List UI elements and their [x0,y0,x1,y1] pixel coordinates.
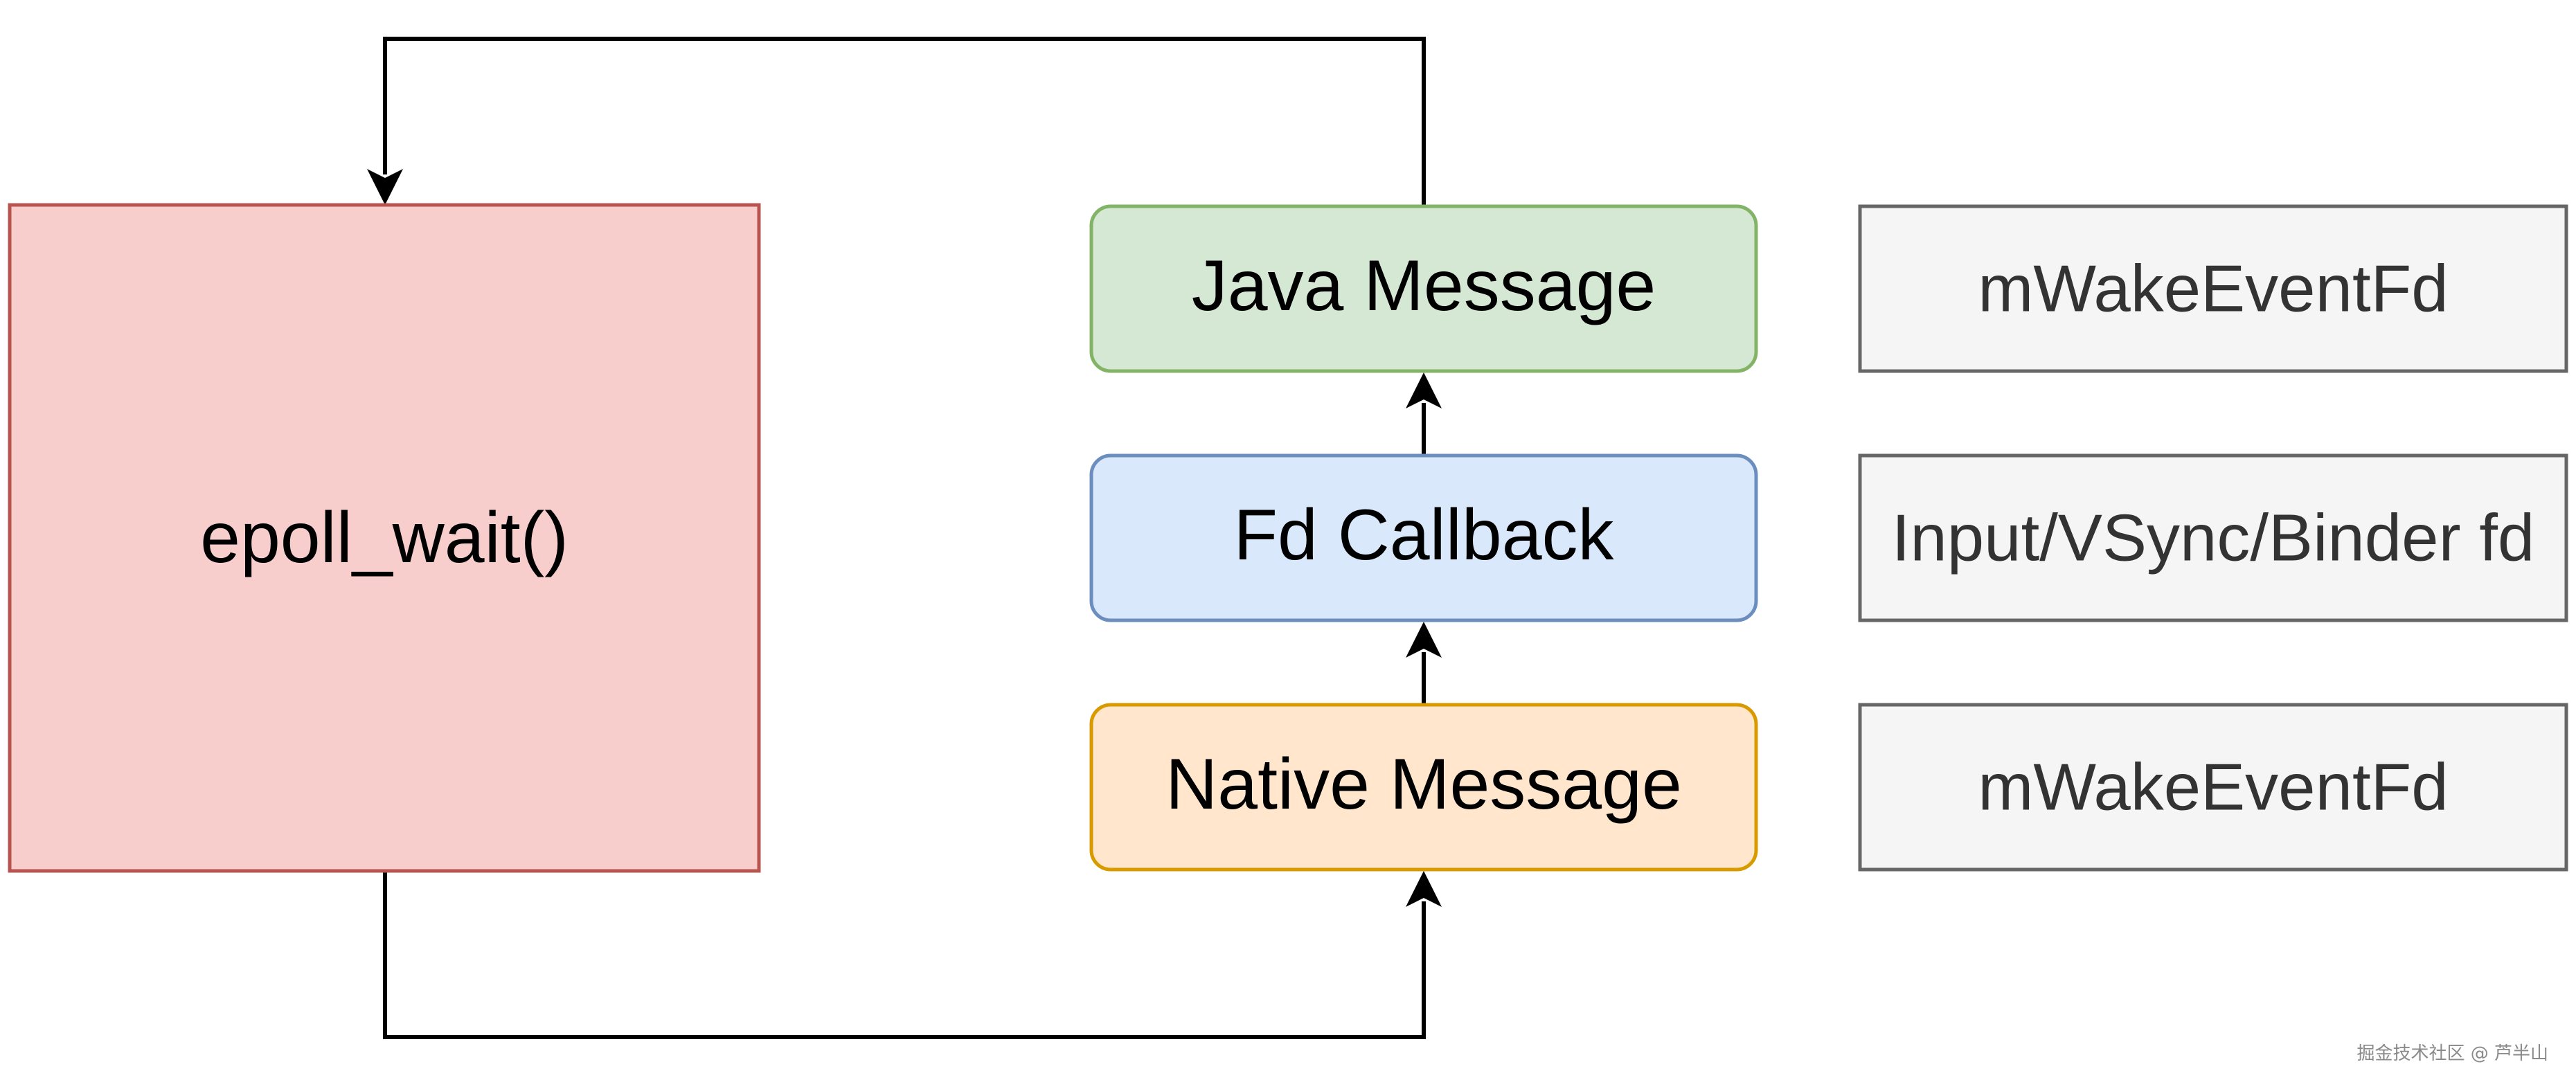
fd-callback-label: Fd Callback [1233,495,1614,575]
arrowhead-into-epoll [367,169,403,205]
epoll-wait-label: epoll_wait() [200,498,569,578]
native-fd-box: mWakeEventFd [1858,703,2568,872]
java-message-label: Java Message [1192,246,1656,326]
java-message-node: Java Message [1089,204,1758,373]
java-fd-box: mWakeEventFd [1858,204,2568,373]
native-message-node: Native Message [1089,703,1758,872]
watermark: 掘金技术社区 @ 芦半山 [2356,1043,2548,1064]
callback-fd-box: Input/VSync/Binder fd [1858,453,2568,622]
callback-fd-label: Input/VSync/Binder fd [1892,501,2535,575]
loop-connector-bottom [383,871,1426,1039]
arrowhead-into-java [1406,372,1442,408]
java-fd-label: mWakeEventFd [1978,252,2448,326]
native-fd-label: mWakeEventFd [1978,750,2448,825]
arrowhead-into-callback [1406,622,1442,658]
loop-connector-top [383,37,1426,205]
native-message-label: Native Message [1165,744,1682,825]
epoll-wait-node: epoll_wait() [8,203,761,873]
fd-callback-node: Fd Callback [1089,453,1758,622]
arrowhead-into-native [1406,871,1442,907]
